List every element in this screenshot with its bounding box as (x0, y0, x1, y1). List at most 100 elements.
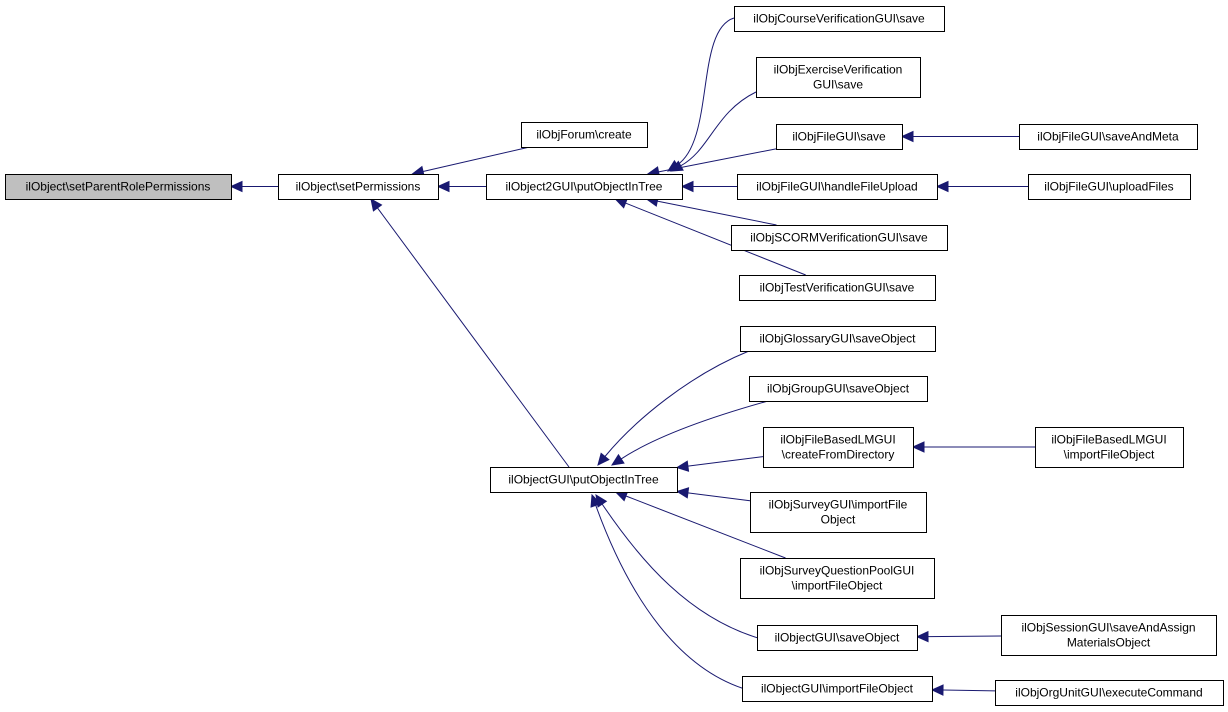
function-node[interactable]: ilObject2GUI\putObjectInTree (486, 174, 683, 200)
node-box (740, 326, 936, 352)
arrowhead (900, 130, 914, 143)
edge-line (927, 635, 1002, 638)
function-node[interactable]: ilObjFileBasedLMGUI\createFromDirectory (763, 427, 914, 468)
edge-line (658, 148, 777, 173)
function-node[interactable]: ilObjFileGUI\saveAndMeta (1019, 124, 1198, 150)
node-label: GUI\save (813, 78, 863, 92)
edge-line (601, 503, 766, 641)
arrowhead (675, 460, 690, 472)
edge-n3-to-n1 (436, 180, 486, 193)
node-box (5, 174, 232, 200)
node-label: ilObjSessionGUI\saveAndAssign (1021, 621, 1195, 635)
node-label: ilObjSurveyGUI\importFile (769, 498, 908, 512)
node-box (742, 676, 933, 702)
arrowhead (680, 180, 694, 193)
edge-line (942, 689, 996, 692)
node-label: ilObjTestVerificationGUI\save (760, 281, 915, 295)
function-node[interactable]: ilObjectGUI\importFileObject (742, 676, 933, 702)
function-node[interactable]: ilObjSurveyQuestionPoolGUI\importFileObj… (740, 558, 935, 599)
function-node[interactable]: ilObjOrgUnitGUI\executeCommand (995, 680, 1224, 706)
edge-n13-to-n4 (597, 350, 750, 466)
edge-n2-to-n1 (411, 146, 530, 178)
function-node[interactable]: ilObjFileGUI\save (776, 124, 903, 150)
node-box (750, 492, 927, 533)
function-node[interactable]: ilObjGroupGUI\saveObject (749, 376, 928, 402)
edge-line (680, 91, 757, 167)
node-box (490, 467, 678, 493)
edge-line (620, 400, 769, 460)
edge-n22-to-n19 (930, 684, 996, 696)
edges-layer (229, 17, 1035, 696)
function-node[interactable]: ilObjForum\create (521, 122, 648, 148)
node-label: ilObjectGUI\putObjectInTree (508, 473, 659, 487)
edge-line (676, 17, 735, 166)
edge-line (625, 202, 806, 276)
edge-n14-to-n4 (610, 400, 769, 466)
node-box (1028, 174, 1191, 200)
node-label: ilObject\setParentRolePermissions (26, 180, 211, 194)
node-label: ilObjFileGUI\uploadFiles (1044, 180, 1173, 194)
node-box (521, 122, 648, 148)
node-box (757, 625, 918, 651)
node-label: ilObjectGUI\saveObject (775, 631, 900, 645)
node-box (1001, 615, 1217, 656)
edge-n12-to-n8 (935, 180, 1028, 193)
edge-n21-to-n18 (915, 630, 1002, 643)
node-label: ilObjCourseVerificationGUI\save (753, 12, 925, 26)
node-box (749, 376, 928, 402)
edge-line (422, 146, 530, 173)
edge-n9-to-n3 (645, 195, 777, 226)
function-node[interactable]: ilObjCourseVerificationGUI\save (734, 6, 945, 32)
node-label: ilObjSurveyQuestionPoolGUI (760, 564, 915, 578)
edge-n8-to-n3 (680, 180, 737, 193)
node-label: ilObjFileGUI\handleFileUpload (756, 180, 917, 194)
arrowhead (675, 487, 690, 499)
function-node[interactable]: ilObjFileGUI\handleFileUpload (737, 174, 938, 200)
node-label: ilObjGroupGUI\saveObject (767, 382, 910, 396)
node-label: ilObjFileGUI\save (792, 130, 886, 144)
function-node[interactable]: ilObjectGUI\putObjectInTree (490, 467, 678, 493)
node-box (486, 174, 683, 200)
node-box (995, 680, 1224, 706)
edge-line (595, 505, 749, 691)
function-node[interactable]: ilObjSurveyGUI\importFileObject (750, 492, 927, 533)
function-node[interactable]: ilObjFileGUI\uploadFiles (1028, 174, 1191, 200)
function-node[interactable]: ilObject\setPermissions (278, 174, 439, 200)
arrowhead (610, 453, 625, 466)
arrowhead (935, 180, 949, 193)
function-node[interactable]: ilObjFileBasedLMGUI\importFileObject (1035, 427, 1184, 468)
node-label: \createFromDirectory (782, 448, 895, 462)
arrowhead (911, 441, 925, 453)
arrowhead (930, 684, 944, 696)
arrowhead (370, 198, 383, 212)
node-box (1035, 427, 1184, 468)
function-node[interactable]: ilObjectGUI\saveObject (757, 625, 918, 651)
function-node[interactable]: ilObjGlossaryGUI\saveObject (740, 326, 936, 352)
node-label: ilObjectGUI\importFileObject (761, 682, 914, 696)
function-node[interactable]: ilObjTestVerificationGUI\save (739, 275, 936, 301)
node-label: MaterialsObject (1067, 636, 1151, 650)
node-box (763, 427, 914, 468)
function-node[interactable]: ilObjSCORMVerificationGUI\save (731, 225, 948, 251)
edge-line (687, 456, 764, 467)
edge-line (657, 200, 777, 226)
nodes-layer: ilObject\setParentRolePermissions ilObjec… (5, 6, 1224, 706)
edge-n1-to-n0 (229, 180, 278, 193)
node-box (734, 6, 945, 32)
node-label: ilObjFileBasedLMGUI (780, 433, 895, 447)
function-node[interactable]: ilObjSessionGUI\saveAndAssignMaterialsOb… (1001, 615, 1217, 656)
node-box (739, 275, 936, 301)
node-label: ilObject\setPermissions (296, 180, 421, 194)
edge-n4-to-n1 (370, 198, 570, 468)
node-box (776, 124, 903, 150)
edge-n15-to-n4 (675, 456, 764, 472)
edge-n16-to-n4 (675, 487, 751, 502)
edge-line (377, 207, 570, 468)
node-label: ilObjOrgUnitGUI\executeCommand (1015, 686, 1202, 700)
edge-n20-to-n15 (911, 441, 1035, 453)
root-function-node[interactable]: ilObject\setParentRolePermissions (5, 174, 232, 200)
node-box (1019, 124, 1198, 150)
node-label: ilObjGlossaryGUI\saveObject (759, 332, 916, 346)
